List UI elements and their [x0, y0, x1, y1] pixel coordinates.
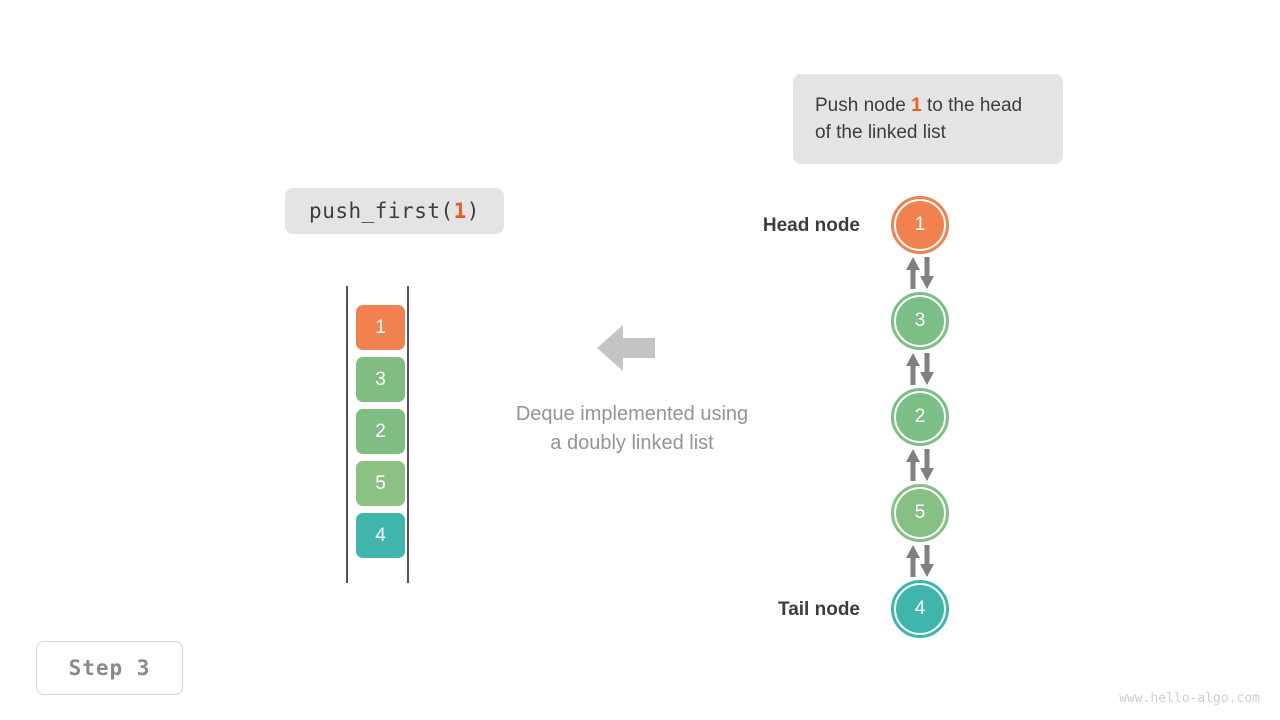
array-cell-value: 5: [375, 472, 386, 494]
linked-list-node: 1: [888, 193, 952, 257]
step-badge: Step 3: [36, 641, 183, 695]
linked-list-node: 3: [888, 289, 952, 353]
arrow-left-icon: [597, 323, 655, 373]
callout-text-before: Push node: [815, 95, 912, 116]
linked-list-node-value: 3: [914, 310, 926, 331]
linked-list-node: 5: [888, 481, 952, 545]
linked-list-node-value: 4: [914, 598, 926, 619]
callout-accent-value: 1: [911, 95, 922, 116]
array-cell-value: 4: [375, 524, 386, 546]
callout-box: Push node 1 to the head of the linked li…: [793, 74, 1063, 164]
head-node-label: Head node: [762, 215, 860, 236]
watermark: www.hello-algo.com: [1119, 691, 1260, 706]
operation-code-chip: push_first(1): [285, 188, 504, 234]
bidirectional-link-arrows: [898, 353, 942, 385]
bidirectional-link-arrows: [898, 257, 942, 289]
array-cell: 3: [356, 357, 405, 402]
array-cell-list: 1 3 2 5 4: [356, 305, 405, 558]
linked-list-view: 1 3 2 5 4: [888, 193, 952, 643]
array-cell: 4: [356, 513, 405, 558]
diagram-caption: Deque implemented using a doubly linked …: [432, 400, 832, 458]
tail-node-label: Tail node: [778, 599, 860, 620]
callout-text: Push node 1 to the head of the linked li…: [815, 92, 1041, 146]
callout-text-after: to the head of the linked list: [815, 95, 1023, 143]
array-cell-value: 1: [375, 316, 386, 338]
linked-list-node-value: 2: [914, 406, 926, 427]
array-rail-left: [346, 286, 348, 583]
linked-list-node-value: 1: [914, 214, 926, 235]
caption-line-2: a doubly linked list: [550, 432, 714, 454]
code-argument: 1: [453, 199, 467, 223]
array-rail-right: [407, 286, 409, 583]
bidirectional-link-arrows: [898, 449, 942, 481]
linked-list-node: 2: [888, 385, 952, 449]
array-cell: 2: [356, 409, 405, 454]
caption-line-1: Deque implemented using: [515, 403, 749, 425]
linked-list-node: 4: [888, 577, 952, 641]
deque-array-view: 1 3 2 5 4: [340, 280, 416, 590]
linked-list-node-value: 5: [914, 502, 926, 523]
array-cell-value: 3: [375, 368, 386, 390]
array-cell: 1: [356, 305, 405, 350]
code-suffix: ): [466, 199, 480, 223]
bidirectional-link-arrows: [898, 545, 942, 577]
array-cell: 5: [356, 461, 405, 506]
code-prefix: push_first(: [309, 199, 454, 223]
array-cell-value: 2: [375, 420, 386, 442]
